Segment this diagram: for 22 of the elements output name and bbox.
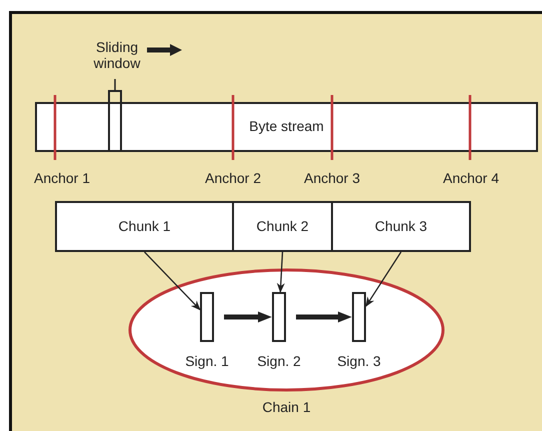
thick-arrow (224, 311, 272, 323)
chunk-label: Chunk 1 (118, 218, 171, 234)
signature-label: Sign. 1 (185, 353, 229, 370)
thick-arrow (296, 311, 352, 323)
chunk-box (331, 201, 471, 252)
stream-label: Byte stream (249, 118, 324, 134)
chunk-box (232, 201, 333, 252)
anchor-label: Anchor 2 (204, 170, 262, 186)
anchor-label: Anchor 4 (442, 170, 500, 186)
chunk-box (55, 201, 234, 252)
anchor-label: Anchor 1 (34, 170, 90, 186)
signature-label: Sign. 2 (257, 353, 301, 370)
anchor-label: Anchor 3 (304, 170, 360, 186)
arrow (276, 252, 285, 293)
arrow (365, 252, 402, 307)
window-label: Sliding window (92, 39, 142, 72)
chunk-label: Chunk 2 (256, 218, 309, 234)
byte-stream-bar (35, 102, 538, 152)
chain-label: Chain 1 (262, 399, 311, 416)
arrow (144, 252, 201, 310)
signature-label: Sign. 3 (337, 353, 381, 370)
chunk-label: Chunk 3 (374, 218, 428, 234)
